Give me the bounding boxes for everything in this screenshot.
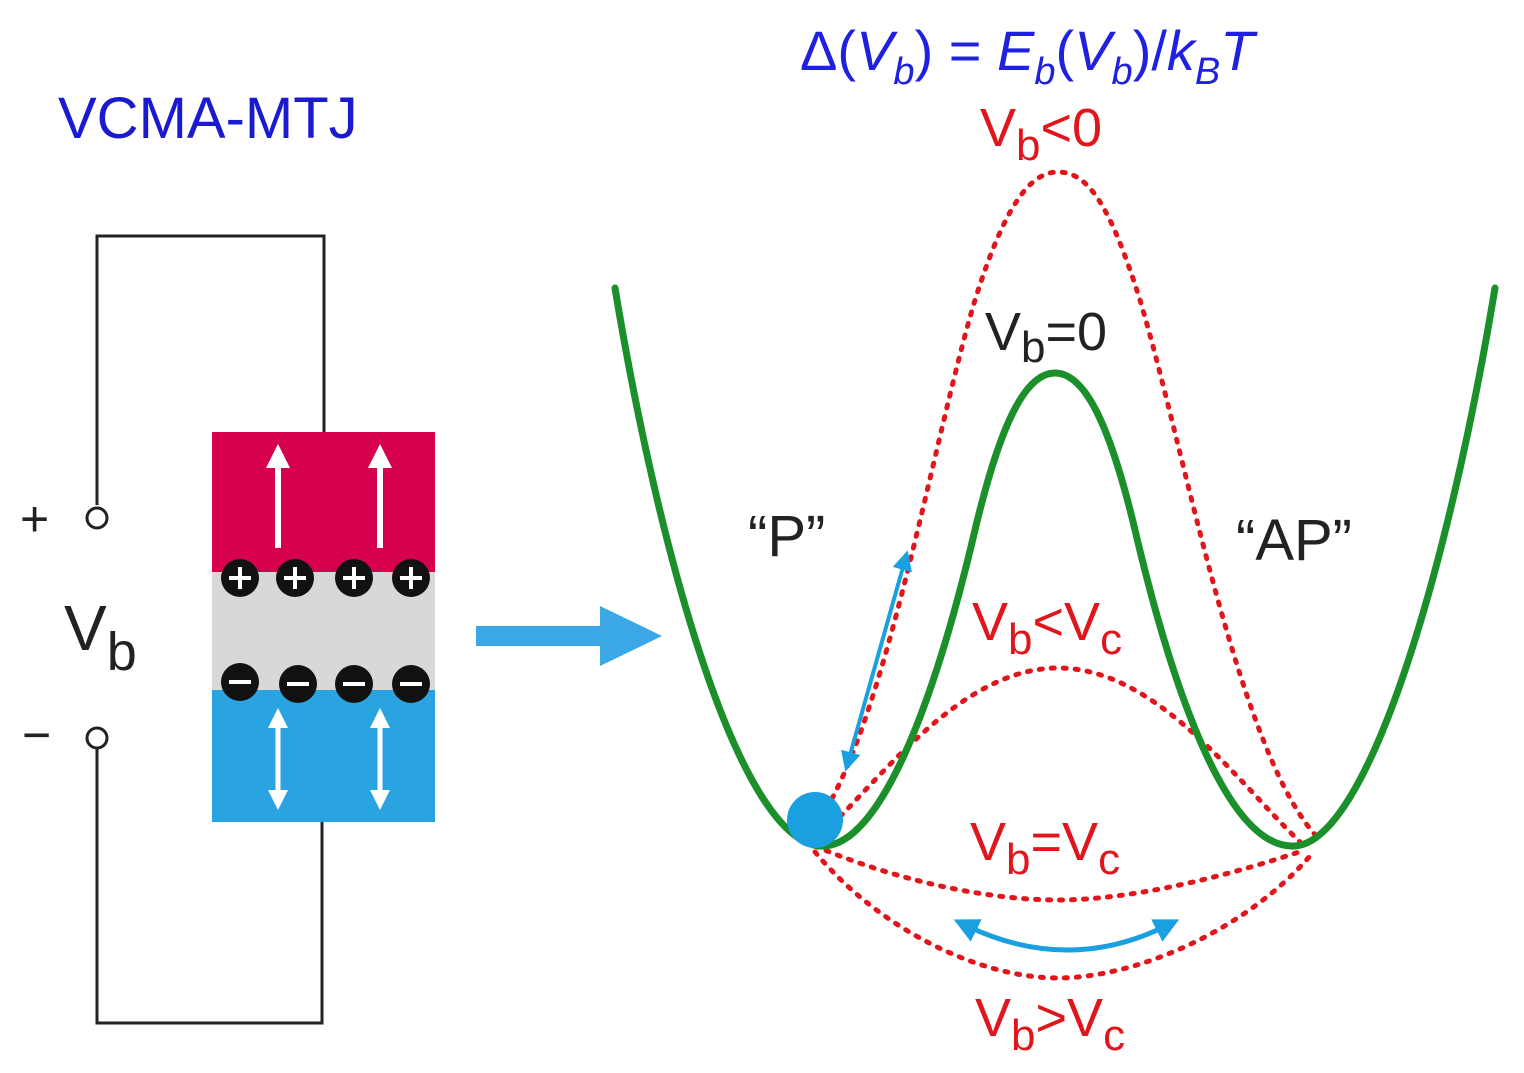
state-ball-icon	[787, 792, 843, 848]
label-vb-above-main: V	[975, 988, 1011, 1048]
label-vb-negative-main: V	[980, 98, 1016, 158]
plus-terminal	[85, 506, 109, 530]
minus-terminal	[85, 726, 109, 750]
formula-k-sub: B	[1195, 51, 1220, 93]
label-vb-equal-rel: =V	[1031, 812, 1099, 872]
label-vb-below-critical: Vb<Vc	[972, 592, 1122, 664]
device-title: VCMA-MTJ	[58, 86, 358, 151]
label-vb-below-main: V	[972, 592, 1008, 652]
bias-voltage-main: V	[64, 592, 107, 664]
label-vb-zero-main: V	[985, 302, 1021, 362]
negative-charges	[221, 663, 430, 703]
antiparallel-state-label: “AP”	[1236, 508, 1352, 573]
label-vb-equal-sub: b	[1006, 835, 1030, 884]
formula-v: V	[856, 19, 898, 82]
label-vb-zero-sub: b	[1021, 323, 1045, 372]
curve-vb-negative	[802, 169, 1323, 843]
bias-voltage-label: Vb	[64, 592, 137, 682]
formula-open: (	[1056, 19, 1075, 82]
formula-e: E	[997, 19, 1035, 82]
curve-vb-equal-critical	[812, 843, 1308, 903]
formula-mid: ) =	[915, 19, 997, 82]
label-vb-below-rel: <V	[1033, 592, 1101, 652]
transition-arrow-icon	[476, 606, 662, 666]
plus-sign: +	[20, 491, 49, 547]
label-vb-negative-rel: <0	[1041, 98, 1103, 158]
bottom-wire	[95, 748, 324, 1025]
fixed-layer	[212, 690, 435, 822]
top-wire	[95, 234, 326, 505]
curve-vb-zero	[611, 284, 1499, 850]
label-vb-equal-sub2: c	[1098, 835, 1120, 884]
label-vb-equal-critical: Vb=Vc	[970, 812, 1120, 884]
label-vb-above-critical: Vb>Vc	[975, 988, 1125, 1060]
formula-v-sub: b	[893, 51, 914, 93]
label-vb-above-sub: b	[1011, 1011, 1035, 1060]
parallel-state-label: “P”	[748, 504, 825, 569]
formula-t: T	[1220, 19, 1258, 82]
label-vb-above-sub2: c	[1103, 1011, 1125, 1060]
label-vb-zero-rel: =0	[1046, 302, 1108, 362]
curve-vb-above-critical	[812, 849, 1313, 981]
label-vb-negative: Vb<0	[980, 98, 1102, 170]
label-vb-negative-sub: b	[1016, 121, 1040, 170]
formula-delta: Δ(	[800, 19, 856, 82]
barrier-formula: Δ(Vb) = Eb(Vb)/kBT	[800, 19, 1258, 93]
formula-v2-sub: b	[1112, 51, 1133, 93]
free-layer	[212, 432, 435, 572]
formula-close: )/	[1133, 19, 1168, 82]
label-vb-equal-main: V	[970, 812, 1006, 872]
curve-vb-below-critical	[812, 665, 1303, 845]
thermal-fluctuation-arrow-icon	[841, 550, 912, 772]
precessional-switching-arrow-icon	[953, 919, 1180, 953]
minus-sign: −	[22, 707, 51, 763]
bias-voltage-sub: b	[107, 622, 137, 682]
positive-charges	[221, 559, 430, 597]
formula-k: k	[1167, 19, 1198, 82]
label-vb-below-sub: b	[1008, 615, 1032, 664]
label-vb-zero: Vb=0	[985, 302, 1107, 372]
formula-v2: V	[1074, 19, 1116, 82]
label-vb-below-sub2: c	[1100, 615, 1122, 664]
label-vb-above-rel: >V	[1036, 988, 1104, 1048]
formula-e-sub: b	[1034, 51, 1055, 93]
